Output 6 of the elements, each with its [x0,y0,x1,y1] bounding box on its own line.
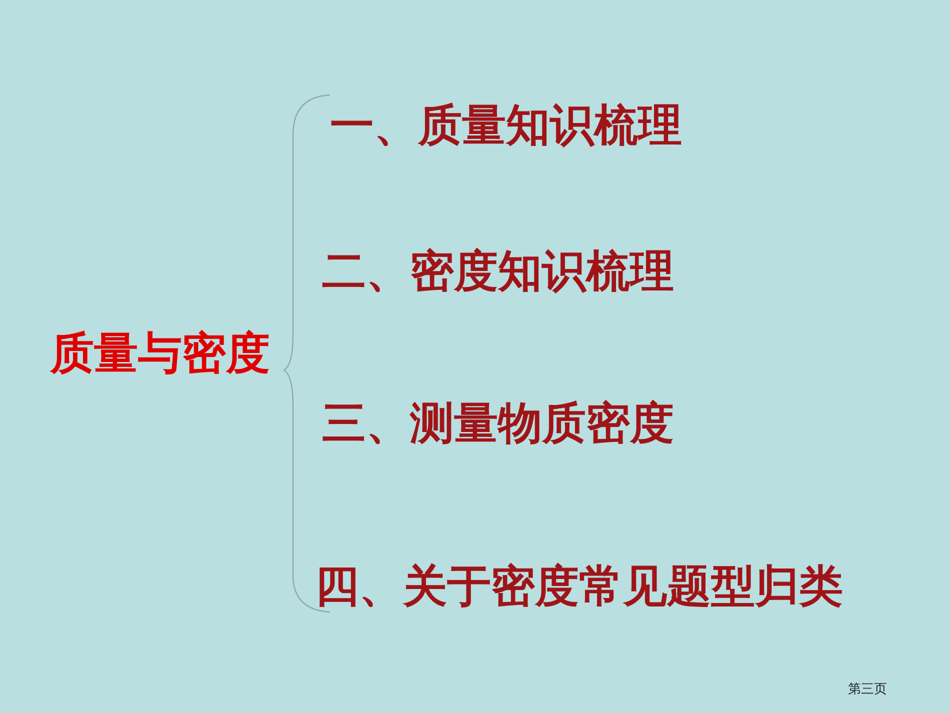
section-heading: 一、质量知识梳理 [330,102,682,150]
section-heading: 二、密度知识梳理 [322,248,674,296]
section-heading: 四、关于密度常见题型归类 [315,563,843,612]
section-heading: 三、测量物质密度 [322,400,674,448]
topic-title: 质量与密度 [50,330,270,378]
page-number: 第三页 [848,681,887,698]
